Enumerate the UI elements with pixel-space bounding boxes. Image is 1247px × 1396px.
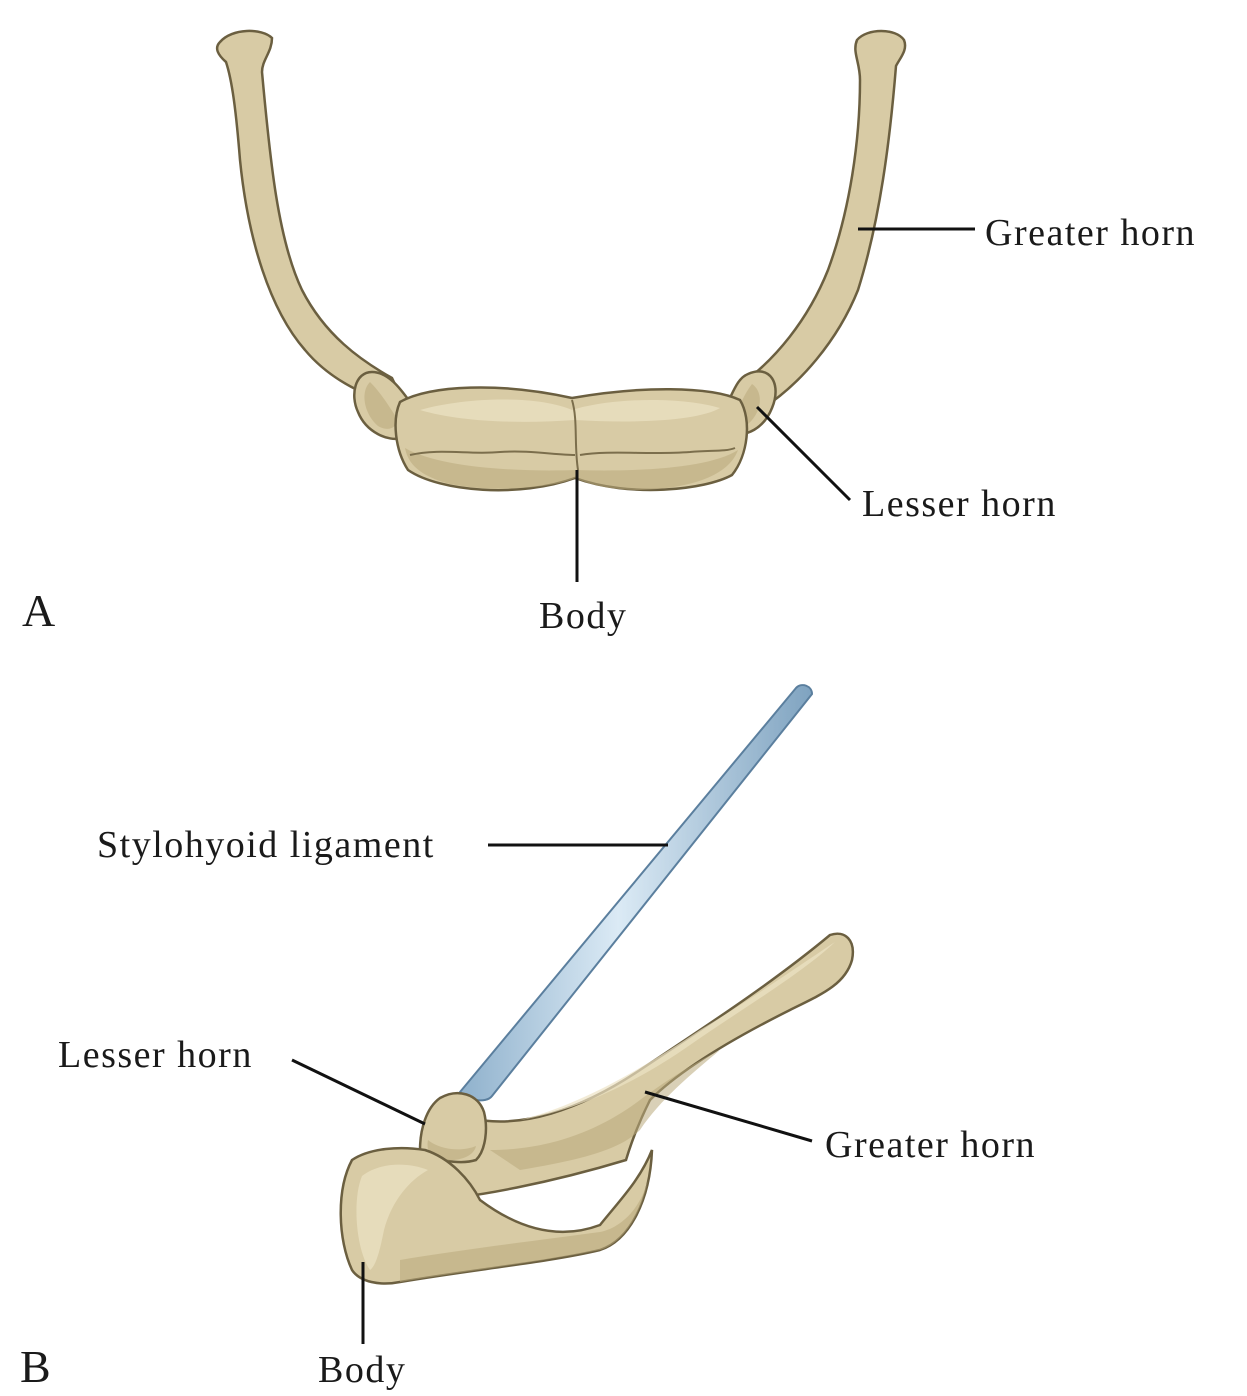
panel-a-letter: A [22, 585, 55, 636]
panel-b-letter: B [20, 1341, 51, 1392]
leader-a-lesser-horn [757, 407, 850, 500]
stylohyoid-ligament [460, 685, 812, 1100]
label-b-greater-horn: Greater horn [825, 1124, 1036, 1166]
label-b-lesser-horn: Lesser horn [58, 1034, 253, 1076]
leader-b-lesser-horn [292, 1060, 425, 1124]
label-a-body: Body [539, 595, 627, 637]
label-a-lesser-horn: Lesser horn [862, 483, 1057, 525]
panel-a-left-greater-horn [217, 31, 405, 405]
label-b-body: Body [318, 1349, 406, 1391]
panel-b-illustration [341, 685, 853, 1283]
leader-b-greater-horn [645, 1092, 812, 1141]
panel-a-illustration [217, 31, 905, 490]
panel-a-right-greater-horn [740, 31, 905, 410]
label-a-greater-horn: Greater horn [985, 212, 1196, 254]
label-b-stylohyoid-ligament: Stylohyoid ligament [97, 824, 435, 866]
